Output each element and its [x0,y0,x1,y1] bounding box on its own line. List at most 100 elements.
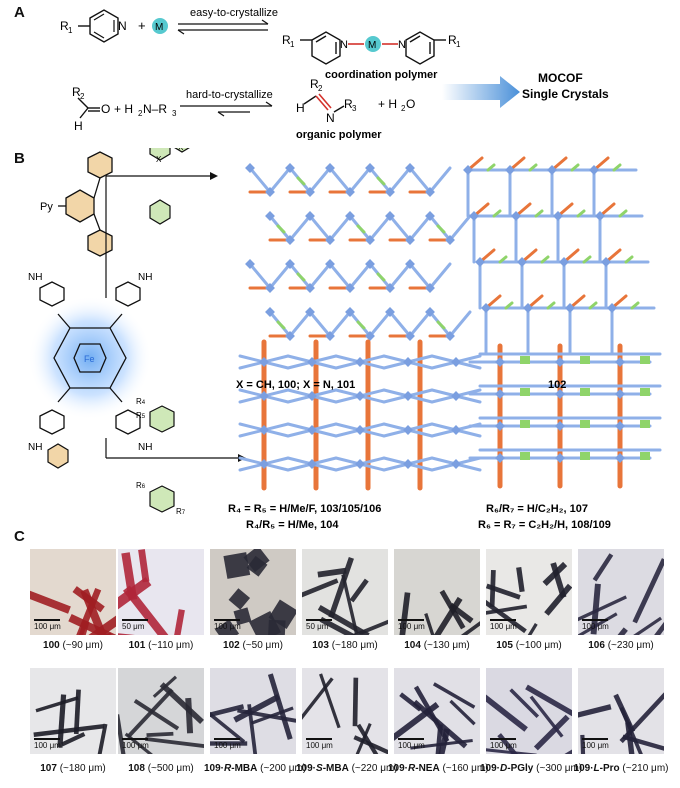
crystal-photo: 100 μm [210,668,296,754]
crystal-photo: 100 μm [118,668,204,754]
scale-bar-label: 100 μm [398,619,425,631]
crystal [424,613,437,635]
organic-polymer-label: organic polymer [296,129,382,140]
pyridine-ligand [78,10,118,42]
scale-bar-label: 50 μm [306,619,332,631]
crystal-photo: 100 μm [394,668,480,754]
svg-text:R5: R5 [136,411,146,420]
crystal-caption: 107 (~180 μm) [24,763,122,774]
water-text: + H [378,97,397,111]
svg-text:R4: R4 [136,397,146,406]
nh2-label-tr: NH [138,272,152,283]
framework-102 [463,158,654,354]
amine-text: + H [114,102,133,116]
crystal [449,700,475,726]
crystal-photo: 100 μm [486,668,572,754]
crystal-photo: 100 μm [302,668,388,754]
crystal-caption: 104 (~130 μm) [388,640,486,651]
plus-sign: + [138,18,146,33]
fe-label: Fe [84,354,95,364]
crystal-photo: 50 μm [302,549,388,635]
crystal [160,682,204,724]
crystal-photo: 100 μm [394,549,480,635]
svg-text:X: X [156,155,162,164]
scale-bar-label: 100 μm [34,619,61,631]
mocof-subtitle: Single Crystals [522,87,609,101]
crystal-caption: 102 (~50 μm) [204,640,302,651]
svg-text:H: H [296,101,305,115]
panel-c-letter: C [14,528,25,545]
scale-bar-label: 100 μm [582,738,609,750]
crystal [534,715,570,751]
crystal [118,631,150,635]
scale-bar-label: 100 μm [34,738,61,750]
crystal-caption: 109·S-MBA (~220 μm) [296,763,394,774]
crystal [145,737,204,749]
pyrazine-icon [48,444,68,468]
crystal [268,673,293,739]
crystal [35,696,78,712]
svg-text:N: N [326,111,335,125]
crystal-photo: 100 μm [578,549,664,635]
hard-label: hard-to-crystallize [186,89,273,101]
svg-text:R6: R6 [136,481,146,490]
easy-label: easy-to-crystallize [190,7,278,19]
svg-text:N–R: N–R [143,102,167,116]
crystal-caption: 105 (~100 μm) [480,640,578,651]
crystal [626,615,664,635]
py-label: Py [40,201,53,213]
nh2-label-bl: NH [28,442,42,453]
crystal-photo: 50 μm [118,549,204,635]
framework-107-109 [470,346,660,486]
nh2-label-tl: NH [28,272,42,283]
svg-text:R7: R7 [176,507,186,516]
crystal [30,580,71,613]
big-gradient-arrow [442,76,520,108]
scale-bar-label: 50 μm [122,619,148,631]
crystal [530,696,564,738]
metal-node-label: M [368,40,376,51]
label-108-109: R₆ = R₇ = C₂H₂/H, 108/109 [478,519,611,531]
crystal-caption: 109·D-PGly (~300 μm) [480,763,578,774]
metal-label: M [155,22,163,33]
crystal-caption: 109·R-MBA (~200 μm) [204,763,302,774]
crystal [146,732,173,737]
imine-structure [304,94,344,112]
label-107: R₆/R₇ = H/C₂H₂, 107 [486,503,588,515]
svg-text:N: N [340,39,348,51]
aldehyde-structure [78,98,100,118]
scale-bar-label: 100 μm [490,738,517,750]
tripyridyl-linker [58,152,112,256]
svg-text:3: 3 [172,109,177,118]
svg-text:O: O [406,97,415,111]
crystal [593,553,614,581]
scale-bar-label: 100 μm [306,738,333,750]
crystal-photo: 100 μm [486,549,572,635]
crystal [516,567,525,592]
label-104: R₄/R₅ = H/Me, 104 [246,519,339,531]
crystal-photo: 100 μm [578,668,664,754]
crystal [61,732,85,746]
svg-text:1: 1 [290,40,295,49]
svg-text:N: N [398,39,406,51]
r1-sub: 1 [68,26,73,35]
crystal [168,609,185,635]
crystal [229,588,250,609]
scale-bar-label: 100 μm [214,738,241,750]
framework-100-101 [245,163,470,341]
crystal-caption: 103 (~180 μm) [296,640,394,651]
crystal [632,558,664,623]
scale-bar-label: 100 μm [122,738,149,750]
crystal [578,704,611,719]
crystal-caption: 109·R-NEA (~160 μm) [388,763,486,774]
crystal [223,552,250,579]
n-atom: N [118,19,127,33]
scale-bar-label: 100 μm [582,619,609,631]
crystal-caption: 106 (~230 μm) [572,640,670,651]
panel-b-scheme: Py Fe NH NH NH NH X X R4 R5 R6 R7 [0,148,680,542]
panel-a-scheme: R 1 N + M easy-to-crystallize M N N R 1 … [0,0,680,140]
svg-text:O: O [101,102,110,116]
crystal [302,677,334,730]
crystal-caption: 101 (~110 μm) [112,640,210,651]
crystal-photo: 100 μm [30,668,116,754]
